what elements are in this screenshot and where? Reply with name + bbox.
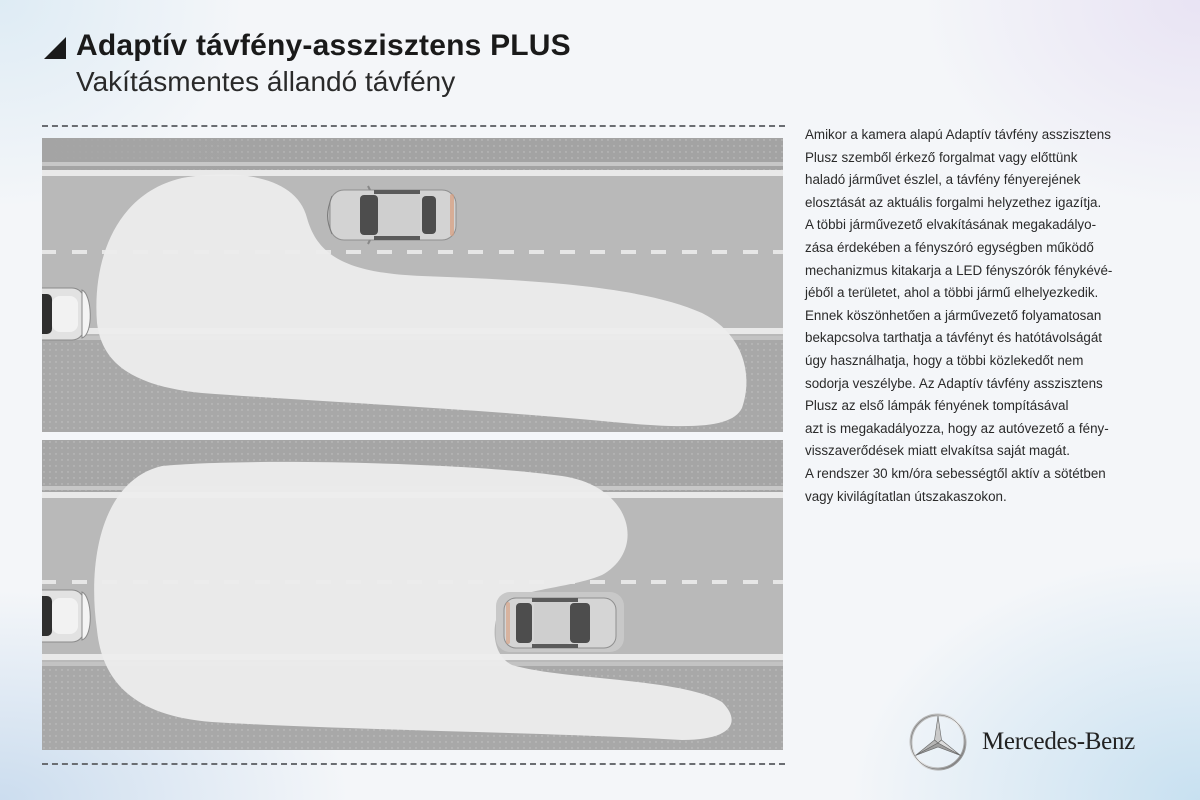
illustration-preceding-vehicle [42,440,783,750]
text-line: sodorja veszélybe. Az Adaptív távfény as… [805,375,1103,391]
text-line: A többi járművezető elvakításának megaka… [805,217,1097,233]
text-line: elosztását az aktuális forgalmi helyzeth… [805,194,1102,210]
text-line: Plusz szemből érkező forgalmat vagy előt… [805,149,1078,165]
brand-logo: Mercedes-Benz [908,712,1135,772]
illustration-oncoming-vehicle [42,138,783,432]
text-line: A rendszer 30 km/óra sebességtől aktív a… [805,465,1106,481]
three-pointed-star-icon [909,713,967,771]
triangle-corner-icon [44,37,66,59]
text-line: zása érdekében a fényszóró egységben műk… [805,239,1094,255]
text-line: visszaverődések miatt elvakítsa saját ma… [805,443,1070,459]
oncoming-car [327,185,457,245]
preceding-car [496,592,624,652]
page-title: Adaptív távfény-asszisztens PLUS [76,29,571,62]
text-line: Ennek köszönhetően a járművezető folyama… [805,307,1102,323]
light-beam-pattern [96,174,747,427]
text-line: mechanizmus kitakarja a LED fényszórók f… [805,262,1113,278]
brand-name: Mercedes-Benz [982,728,1135,755]
bottom-dashed-divider [42,763,785,765]
page-subtitle: Vakításmentes állandó távfény [76,66,456,97]
text-line: úgy használhatja, hogy a többi közlekedő… [805,352,1084,368]
light-beam-pattern [94,461,732,740]
top-dashed-divider [42,125,785,127]
text-line: jéből a területet, ahol a többi jármű el… [805,285,1099,301]
own-car [42,589,91,643]
text-line: vagy kivilágítatlan útszakaszokon. [805,488,1007,504]
text-line: azt is megakadályozza, hogy az autóvezet… [805,420,1109,436]
description-text: Amikor a kamera alapú Adaptív távfény as… [805,124,1185,508]
header: Adaptív távfény-asszisztens PLUS Vakítás… [44,28,571,100]
text-line: Amikor a kamera alapú Adaptív távfény as… [805,127,1111,142]
text-line: Plusz az első lámpák fényének tompításáv… [805,398,1069,414]
text-line: haladó járművet észlel, a távfény fényer… [805,172,1081,188]
own-car [42,287,91,341]
text-line: bekapcsolva tarthatja a távfényt és ható… [805,330,1103,346]
